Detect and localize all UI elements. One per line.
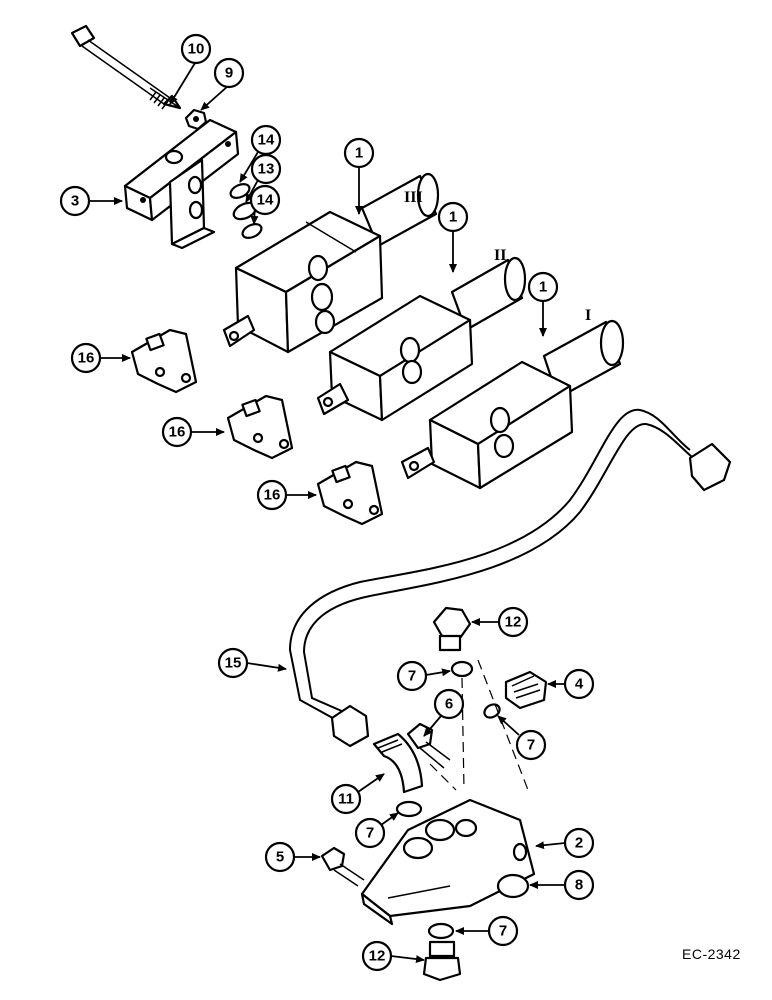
svg-text:10: 10 [188,41,205,58]
svg-text:1: 1 [539,279,547,296]
callout-16-c: 16 [256,479,317,511]
callout-16-b: 16 [161,416,225,448]
callout-7-c: 7 [354,812,399,849]
callout-12-top: 12 [471,606,529,638]
o-ring-outlet-a [450,660,474,678]
o-ring-elbow [395,800,423,818]
svg-text:2: 2 [575,835,583,852]
svg-text:14: 14 [257,192,274,209]
callout-9: 9 [200,57,245,111]
svg-text:6: 6 [445,696,453,713]
svg-text:16: 16 [264,487,281,504]
mounting-bolt [320,846,365,887]
svg-text:13: 13 [258,161,275,178]
svg-text:8: 8 [575,877,583,894]
callout-2: 2 [535,827,595,859]
control-valve-section-iii [222,172,440,354]
callout-15: 15 [217,647,287,679]
svg-text:12: 12 [369,948,386,965]
svg-text:16: 16 [169,424,186,441]
plug-top [432,606,472,652]
callout-6: 6 [423,688,465,737]
callout-7-d: 7 [455,915,519,947]
svg-text:16: 16 [78,350,95,367]
bracket-block [123,118,240,250]
drawing-number: EC-2342 [682,946,741,962]
svg-text:1: 1 [449,209,457,226]
svg-text:14: 14 [258,132,275,149]
control-valve-section-ii [316,256,527,422]
callout-12-bottom: 12 [361,940,425,972]
section-mark-ii: II [494,247,506,264]
svg-text:5: 5 [276,849,284,866]
svg-text:11: 11 [338,791,354,808]
long-bolt [70,24,182,110]
hydraulic-pipe [288,408,732,748]
callout-16-a: 16 [70,342,131,374]
plug-bottom [422,940,462,982]
svg-text:7: 7 [527,737,535,754]
callout-13: 13 [245,153,282,203]
valve-body [360,798,536,926]
svg-text:3: 3 [71,193,79,210]
callout-3: 3 [59,185,123,217]
clevis-bracket-3 [316,460,384,526]
clevis-bracket-2 [226,394,294,460]
callout-7-a: 7 [396,660,451,692]
callout-8: 8 [529,869,595,901]
control-valve-section-i [400,319,625,490]
callout-14-top: 14 [239,124,282,183]
svg-text:4: 4 [575,676,584,693]
adapter-fitting [504,670,548,710]
callout-11: 11 [330,773,385,815]
o-ring-bottom [427,922,455,940]
callout-4: 4 [547,668,595,700]
svg-text:9: 9 [225,65,233,82]
elbow-fitting [372,732,424,794]
svg-text:15: 15 [225,655,242,672]
svg-text:7: 7 [366,825,374,842]
svg-text:7: 7 [408,668,416,685]
svg-text:7: 7 [499,923,507,940]
clevis-bracket-1 [130,328,198,394]
section-mark-iii: III [404,189,423,206]
callout-7-b: 7 [497,715,547,761]
callout-1-section-ii: 1 [437,201,469,273]
callout-1-section-i: 1 [527,271,559,337]
large-o-ring [496,873,530,899]
callout-14-bottom: 14 [249,184,281,225]
svg-text:1: 1 [355,145,363,162]
callout-1-section-iii: 1 [343,137,375,215]
svg-text:12: 12 [505,614,522,631]
assembly-guide-lines [429,659,529,791]
callout-5: 5 [264,841,321,873]
section-mark-i: I [585,307,591,324]
callout-10: 10 [169,33,212,105]
